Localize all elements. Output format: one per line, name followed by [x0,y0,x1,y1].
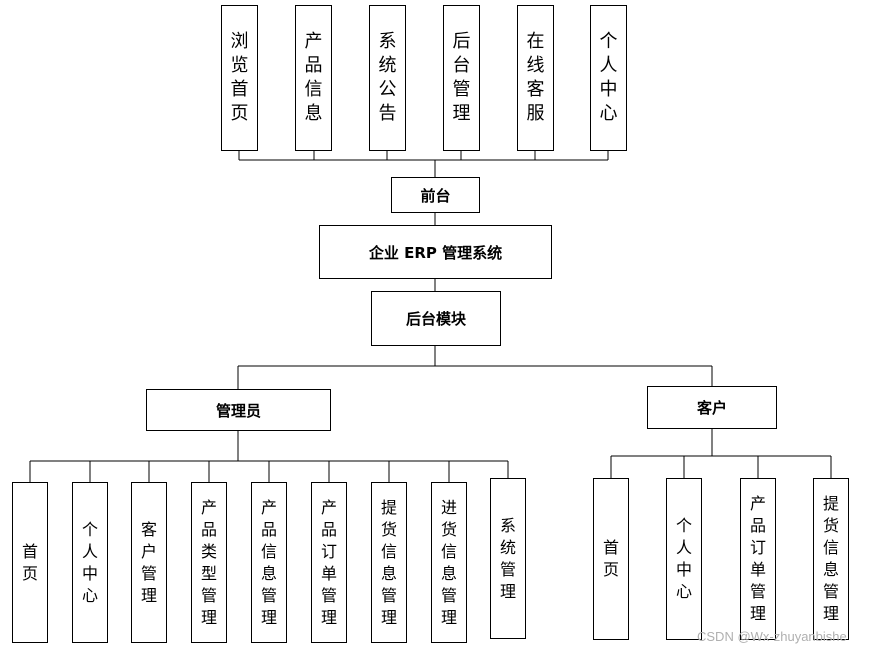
module-label: 进货信息管理 [441,497,458,627]
module-label: 个人中心 [82,519,99,605]
csdn-watermark: CSDN @Wx-zhuyanbishe [697,629,847,644]
module-label: 后台管理 [452,31,471,124]
frontend-module-browse-home: 浏览首页 [221,5,258,151]
module-label: 产品类型管理 [201,497,218,627]
frontend-module-online-service: 在线客服 [517,5,554,151]
root-node: 企业 ERP 管理系统 [319,225,552,279]
module-label: 系统管理 [500,515,517,601]
admin-node: 管理员 [146,389,331,431]
admin-module-customer-manage: 客户管理 [131,482,167,643]
customer-node: 客户 [647,386,777,429]
admin-label: 管理员 [215,401,261,420]
admin-module-pickup-info-manage: 提货信息管理 [371,482,407,643]
module-label: 个人中心 [676,516,693,601]
admin-module-purchase-info-manage: 进货信息管理 [431,482,467,643]
customer-module-personal-center: 个人中心 [666,478,702,640]
customer-module-home: 首页 [593,478,629,640]
backend-node: 后台模块 [371,291,501,346]
admin-module-product-order-manage: 产品订单管理 [311,482,347,643]
module-label: 产品订单管理 [321,497,338,627]
customer-module-product-order-manage: 产品订单管理 [740,478,776,640]
frontend-label: 前台 [420,186,451,205]
frontend-node: 前台 [391,177,480,213]
module-label: 产品信息 [304,31,323,124]
module-label: 系统公告 [378,31,397,124]
module-label: 产品信息管理 [261,497,278,627]
admin-module-product-info-manage: 产品信息管理 [251,482,287,643]
module-label: 首页 [22,541,39,583]
customer-label: 客户 [696,399,727,417]
module-label: 浏览首页 [230,31,249,124]
admin-module-home: 首页 [12,482,48,643]
admin-module-system-manage: 系统管理 [490,478,526,639]
module-label: 产品订单管理 [750,494,767,623]
module-label: 首页 [603,538,620,579]
module-label: 提货信息管理 [381,497,398,627]
frontend-module-backend-manage: 后台管理 [443,5,480,151]
root-label: 企业 ERP 管理系统 [368,243,503,262]
module-label: 提货信息管理 [823,494,840,623]
customer-module-pickup-info-manage: 提货信息管理 [813,478,849,640]
admin-module-personal-center: 个人中心 [72,482,108,643]
module-label: 个人中心 [599,31,618,124]
frontend-module-system-notice: 系统公告 [369,5,406,151]
module-label: 在线客服 [526,31,545,124]
admin-module-product-type-manage: 产品类型管理 [191,482,227,643]
frontend-module-personal-center: 个人中心 [590,5,627,151]
module-label: 客户管理 [141,519,158,605]
frontend-module-product-info: 产品信息 [295,5,332,151]
backend-label: 后台模块 [405,310,466,328]
